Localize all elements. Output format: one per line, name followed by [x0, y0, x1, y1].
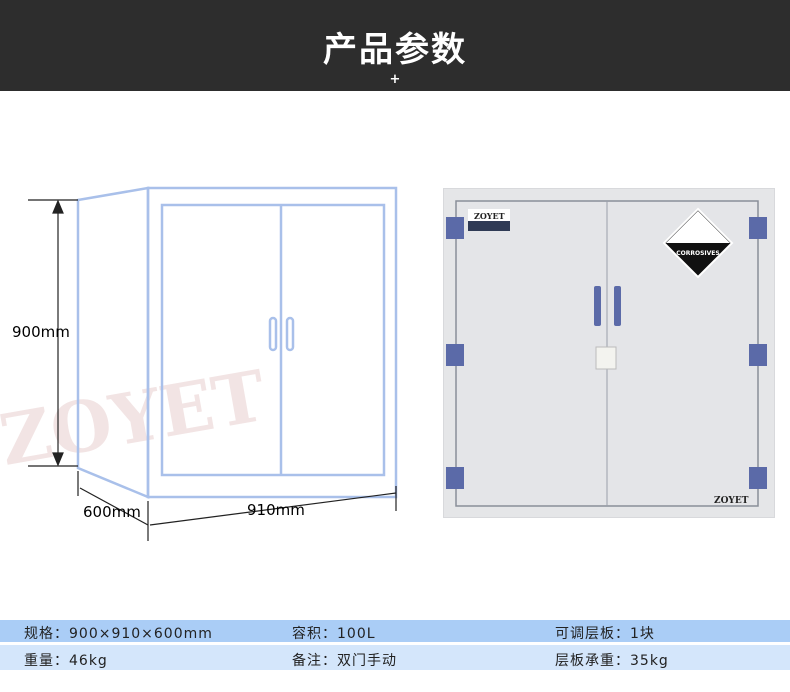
cabinet-dimension-drawing: ZOYET [0, 186, 398, 541]
spec-weight: 重量：46kg [24, 653, 108, 669]
spec-volume: 容积：100L [292, 626, 376, 642]
svg-text:ZOYET: ZOYET [474, 211, 505, 221]
svg-text:ZOYET: ZOYET [714, 496, 749, 506]
hazard-label: CORROSIVES [676, 250, 719, 257]
plus-mark: + [389, 72, 401, 87]
spec-shelves: 可调层板：1块 [555, 626, 655, 642]
spec-row: 规格：900×910×600mm 容积：100L 可调层板：1块 [0, 620, 790, 642]
cabinet-photo: ZOYET CORROSIVES ZOYET [443, 188, 775, 518]
depth-label: 600mm [83, 503, 141, 521]
spec-note: 备注：双门手动 [292, 653, 397, 669]
spec-shelf-load: 层板承重：35kg [555, 653, 669, 669]
height-label: 900mm [12, 323, 70, 341]
spec-size: 规格：900×910×600mm [24, 626, 213, 642]
page-title: 产品参数 [323, 30, 467, 70]
spec-row: 重量：46kg 备注：双门手动 层板承重：35kg [0, 645, 790, 670]
width-label: 910mm [247, 501, 305, 519]
header: 产品参数 + [0, 0, 790, 91]
watermark: ZOYET [0, 354, 272, 482]
